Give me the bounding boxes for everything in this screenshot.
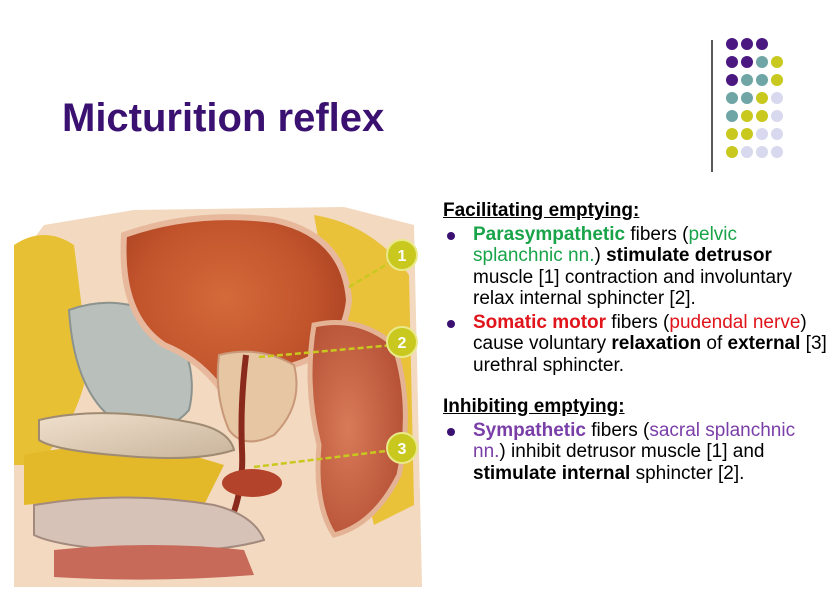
list-item: Sympathetic fibers (sacral splanchnic nn…: [443, 420, 828, 485]
deco-dot: [741, 74, 753, 86]
nerve-pelvic: pelvic splanchnic nn.: [473, 223, 738, 267]
deco-dot: [726, 74, 738, 86]
facilitating-list: Parasympathetic fibers (pelvic splanchni…: [443, 224, 828, 377]
deco-dot: [756, 146, 768, 158]
nerve-sacral: sacral splanchnic nn.: [473, 419, 796, 463]
inhibiting-heading: Inhibiting emptying:: [443, 396, 625, 417]
deco-dot: [726, 110, 738, 122]
pelvis-sagittal-illustration: 1 2 3: [14, 207, 422, 587]
facilitating-heading: Facilitating emptying:: [443, 200, 640, 221]
text-column: Facilitating emptying: Parasympathetic f…: [443, 200, 828, 486]
deco-dot: [756, 56, 768, 68]
deco-dot: [771, 92, 783, 104]
deco-dot: [756, 128, 768, 140]
deco-dot: [771, 74, 783, 86]
term-parasympathetic: Parasympathetic: [473, 223, 626, 245]
deco-dot: [756, 92, 768, 104]
deco-dot: [771, 128, 783, 140]
term-sympathetic: Sympathetic: [473, 419, 586, 441]
deco-dot: [726, 38, 738, 50]
deco-dot: [756, 38, 768, 50]
deco-dot: [726, 128, 738, 140]
deco-dot: [771, 110, 783, 122]
deco-dot: [741, 110, 753, 122]
deco-dot: [756, 74, 768, 86]
term-somatic: Somatic motor: [473, 311, 607, 333]
decorative-dot-grid: [711, 38, 783, 172]
page-title: Micturition reflex: [62, 96, 385, 140]
svg-text:2: 2: [398, 335, 407, 352]
svg-text:3: 3: [398, 441, 407, 458]
inhibiting-list: Sympathetic fibers (sacral splanchnic nn…: [443, 420, 828, 485]
deco-dot: [771, 146, 783, 158]
deco-dot: [756, 110, 768, 122]
deco-dot: [726, 92, 738, 104]
deco-dot: [726, 146, 738, 158]
svg-text:1: 1: [398, 248, 407, 265]
deco-dot: [741, 128, 753, 140]
nerve-pudendal: pudendal nerve: [669, 311, 801, 333]
marker-2: 2: [386, 326, 418, 358]
deco-dot: [726, 56, 738, 68]
list-item: Parasympathetic fibers (pelvic splanchni…: [443, 224, 828, 310]
list-item: Somatic motor fibers (pudendal nerve) ca…: [443, 312, 828, 377]
deco-dot: [771, 56, 783, 68]
deco-dot: [741, 146, 753, 158]
deco-dot: [741, 56, 753, 68]
deco-dot: [741, 92, 753, 104]
marker-1: 1: [386, 239, 418, 271]
deco-dot: [741, 38, 753, 50]
marker-3: 3: [386, 432, 418, 464]
